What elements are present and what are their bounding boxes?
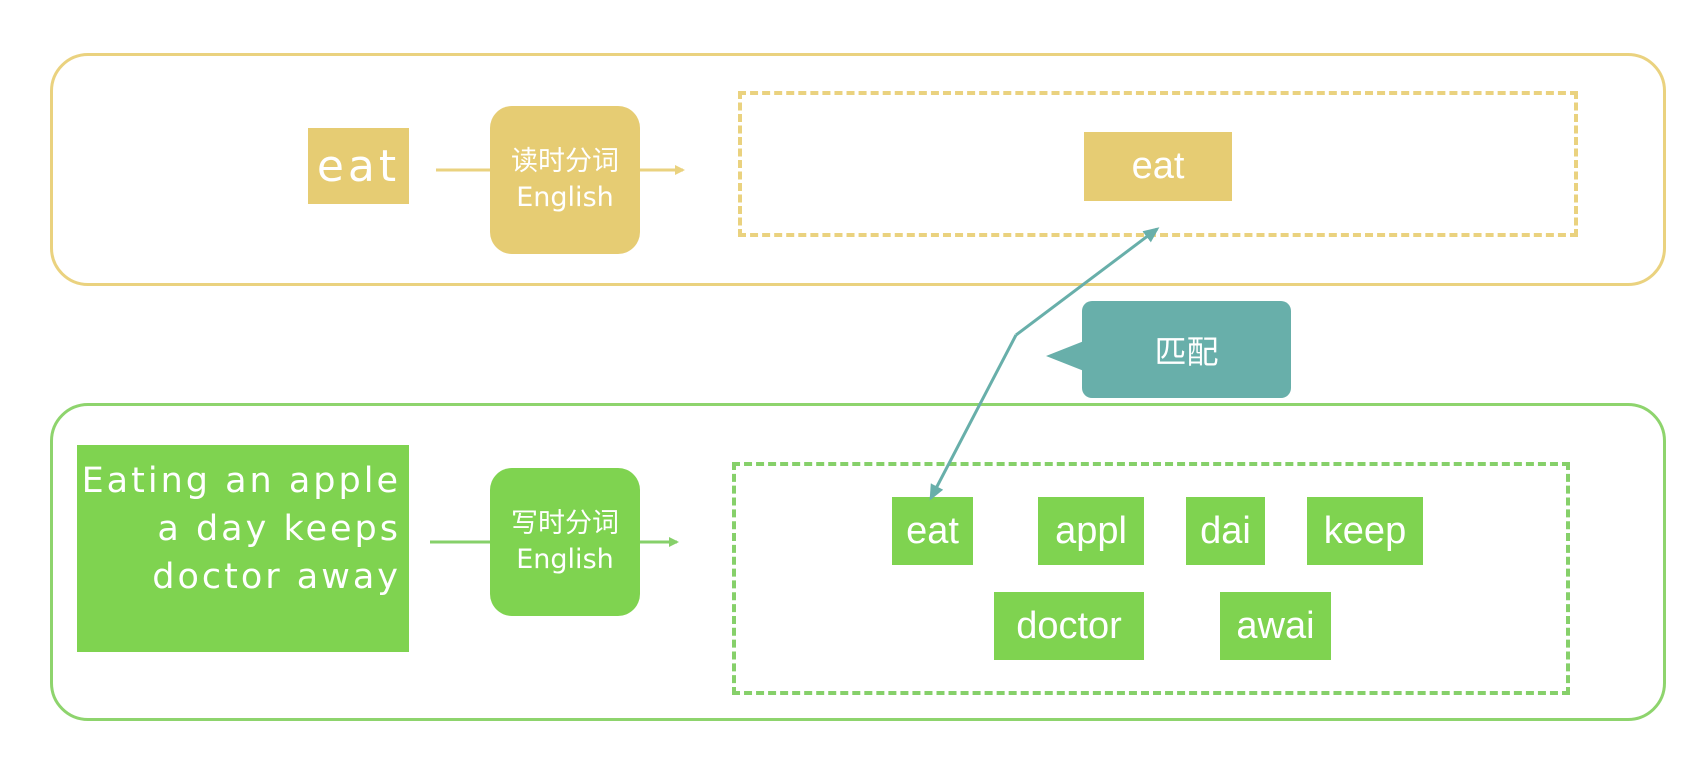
write-token: awai	[1220, 592, 1331, 660]
read-source-token: eat	[308, 128, 409, 204]
write-token: dai	[1186, 497, 1265, 565]
write-stage-lang: English	[516, 544, 614, 575]
write-tokenizer-stage: 写时分词 English	[490, 468, 640, 616]
read-stage-title: 读时分词	[511, 146, 619, 177]
write-token: keep	[1307, 497, 1423, 565]
write-time-panel	[50, 403, 1666, 721]
write-token: appl	[1038, 497, 1144, 565]
match-callout: 匹配	[1082, 301, 1291, 398]
write-token: doctor	[994, 592, 1144, 660]
read-output-token: eat	[1084, 132, 1232, 201]
write-output-area	[732, 462, 1570, 695]
match-label: 匹配	[1154, 332, 1219, 371]
write-token: eat	[892, 497, 973, 565]
read-tokenizer-stage: 读时分词 English	[490, 106, 640, 254]
write-source-text: Eating an apple a day keeps doctor away	[77, 445, 409, 652]
read-stage-lang: English	[516, 182, 614, 213]
write-stage-title: 写时分词	[511, 508, 619, 539]
read-time-panel	[50, 53, 1666, 286]
match-callout-pointer	[1046, 341, 1084, 371]
